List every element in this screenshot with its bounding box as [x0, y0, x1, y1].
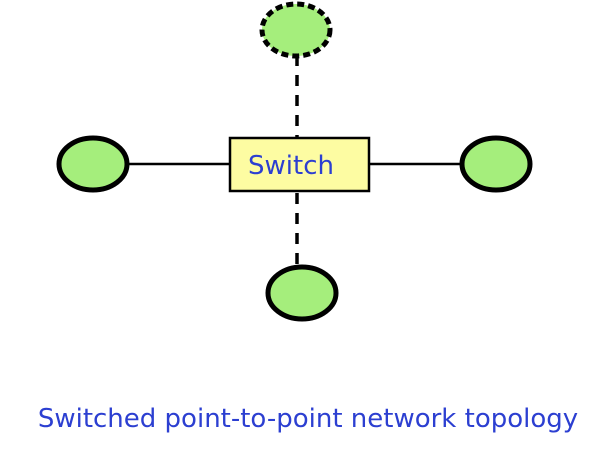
node-right [459, 135, 533, 193]
switch-box [228, 136, 371, 193]
switch-label: Switch [248, 151, 334, 181]
diagram-caption: Switched point-to-point network topology [37, 404, 579, 434]
node-bottom [265, 264, 339, 322]
node-left [56, 135, 130, 193]
network-topology-diagram: Switch [56, 1, 533, 322]
node-top [259, 1, 333, 59]
